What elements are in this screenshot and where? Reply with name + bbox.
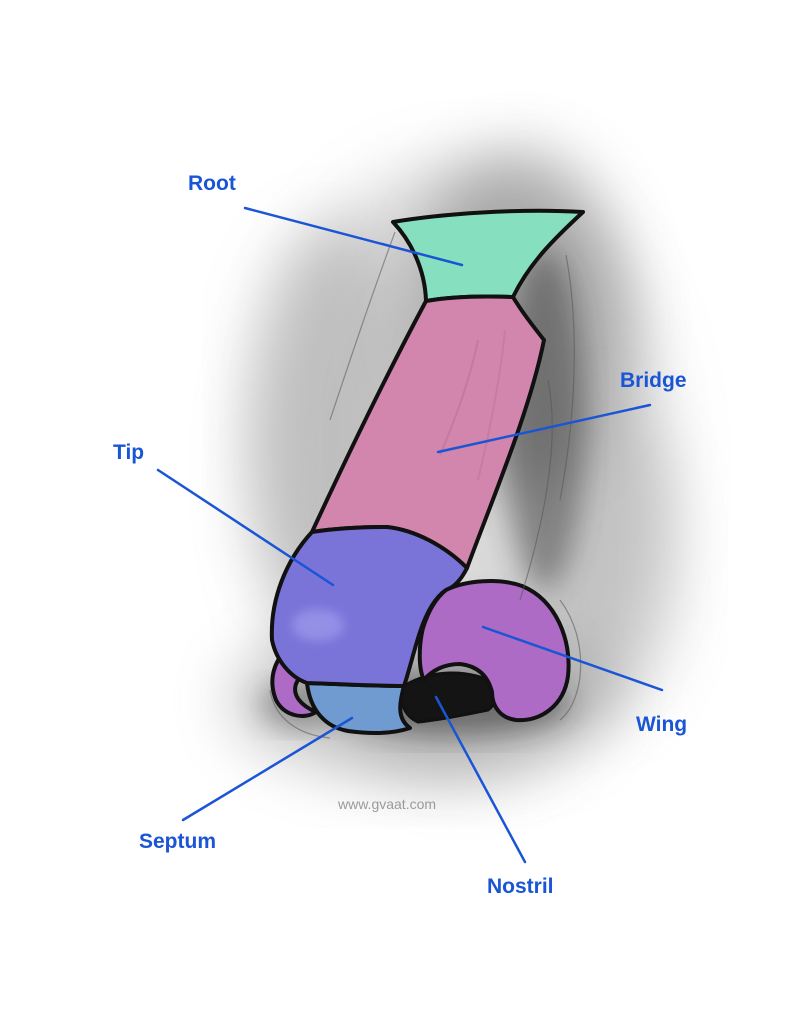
root-region (391, 208, 585, 303)
leader-line-root (243, 206, 464, 267)
label-nostril: Nostril (487, 875, 554, 898)
nostril-region (400, 671, 499, 724)
leader-line-tip (156, 468, 335, 587)
leader-line-bridge (436, 403, 652, 454)
tip-region (269, 525, 469, 688)
label-root: Root (188, 172, 236, 195)
label-wing: Wing (636, 713, 688, 736)
label-tip: Tip (113, 441, 145, 464)
leader-line-nostril (434, 695, 527, 864)
label-bridge: Bridge (620, 369, 687, 392)
watermark-text: www.gvaat.com (338, 796, 437, 812)
right-wing-region (417, 579, 571, 723)
leader-lines (156, 206, 664, 864)
sketch-lines (269, 231, 582, 739)
label-septum: Septum (139, 830, 217, 853)
leader-line-wing (481, 625, 664, 692)
leader-line-septum (181, 716, 354, 822)
